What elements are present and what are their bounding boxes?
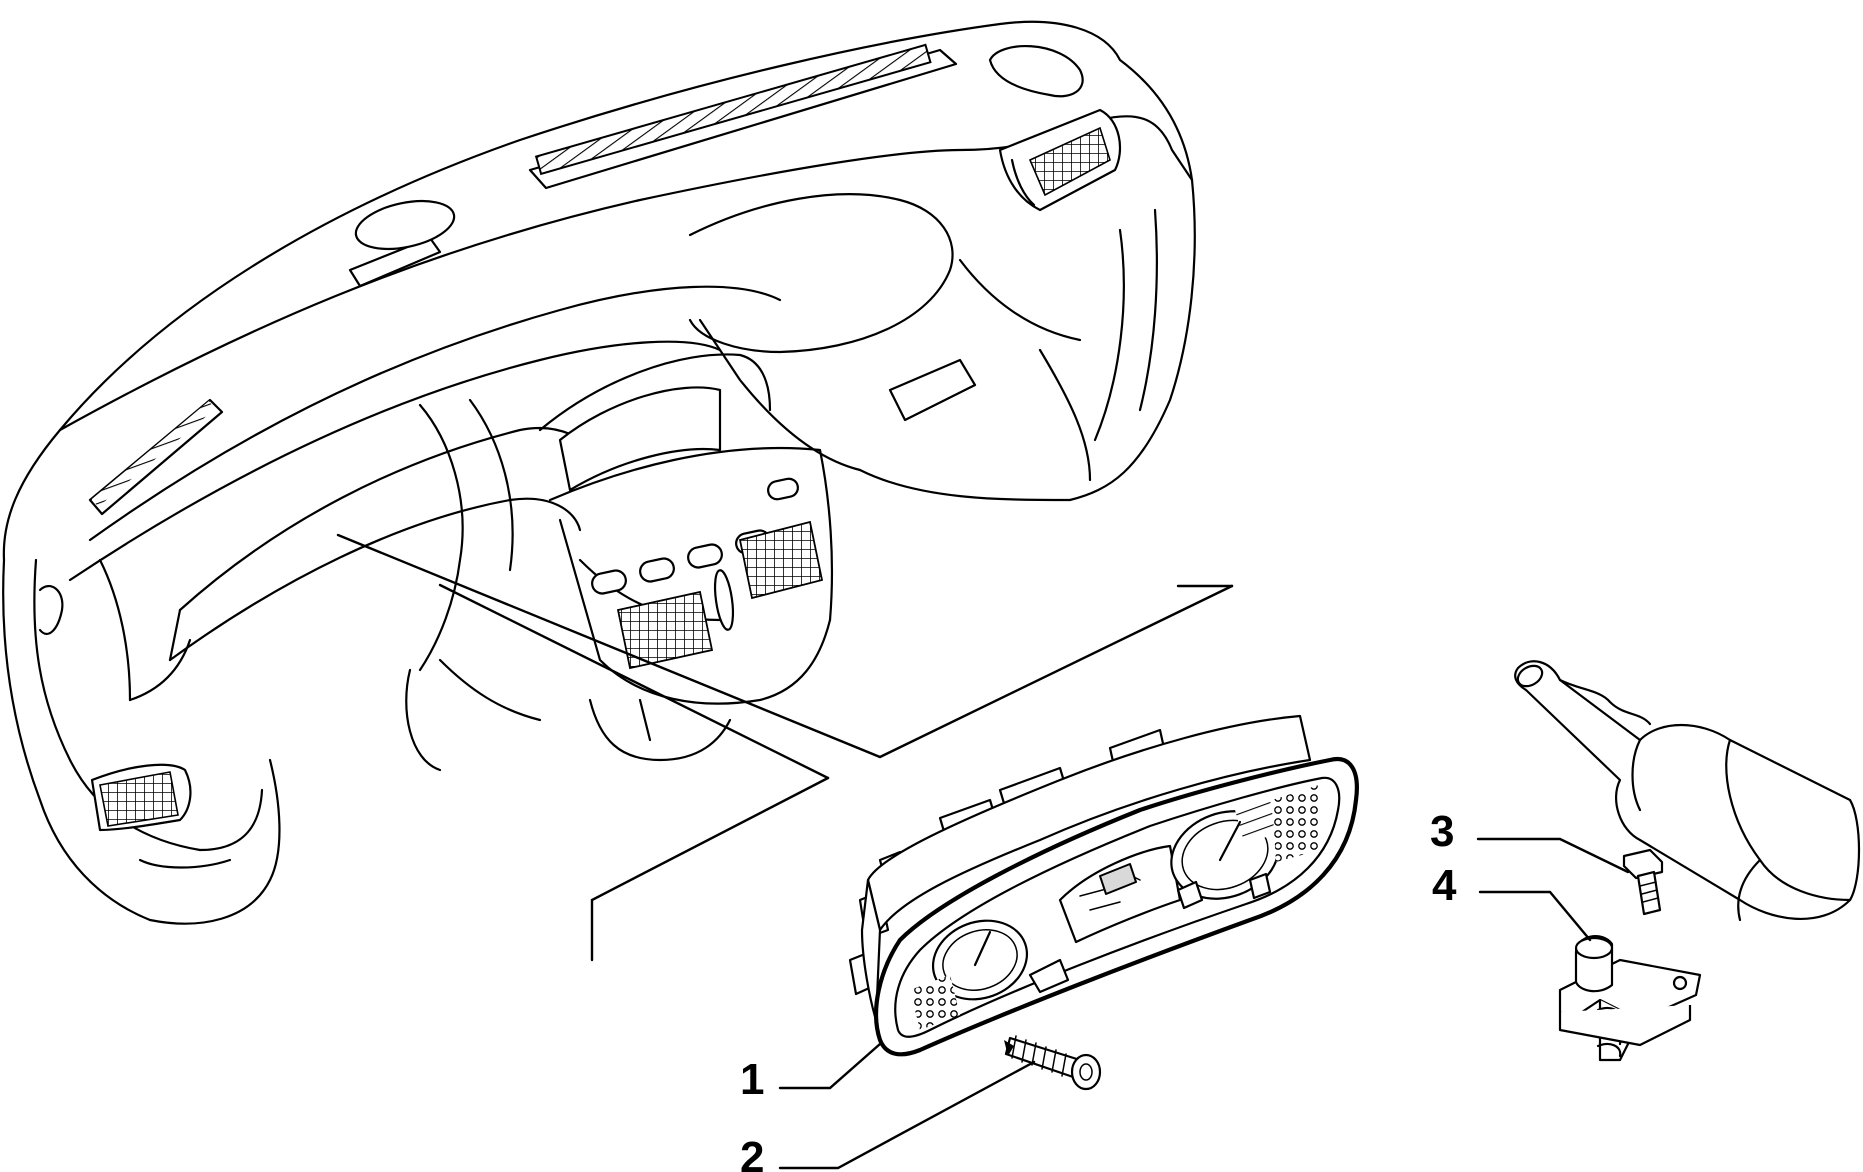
dashboard-assembly: [2, 20, 1196, 925]
leader-line-3: [1476, 837, 1630, 874]
callout-4: 4: [1432, 861, 1457, 910]
leader-line-1: [778, 1042, 882, 1090]
callout-labels: 1 2 3 4: [740, 807, 1457, 1172]
callout-leaders: [778, 837, 1630, 1170]
assembly-leader-lines: [336, 533, 1234, 962]
hex-bolt: [1622, 848, 1664, 916]
self-tapping-screw: [1004, 1035, 1102, 1091]
callout-1: 1: [740, 1055, 764, 1104]
instrument-cluster: [848, 714, 1359, 1057]
callout-2: 2: [740, 1133, 764, 1172]
leader-line-2: [778, 1060, 1036, 1170]
handbrake-lever: [1514, 660, 1861, 922]
callout-3: 3: [1430, 807, 1454, 856]
handbrake-warning-switch: [1558, 935, 1702, 1062]
leader-line-4: [1478, 890, 1592, 942]
